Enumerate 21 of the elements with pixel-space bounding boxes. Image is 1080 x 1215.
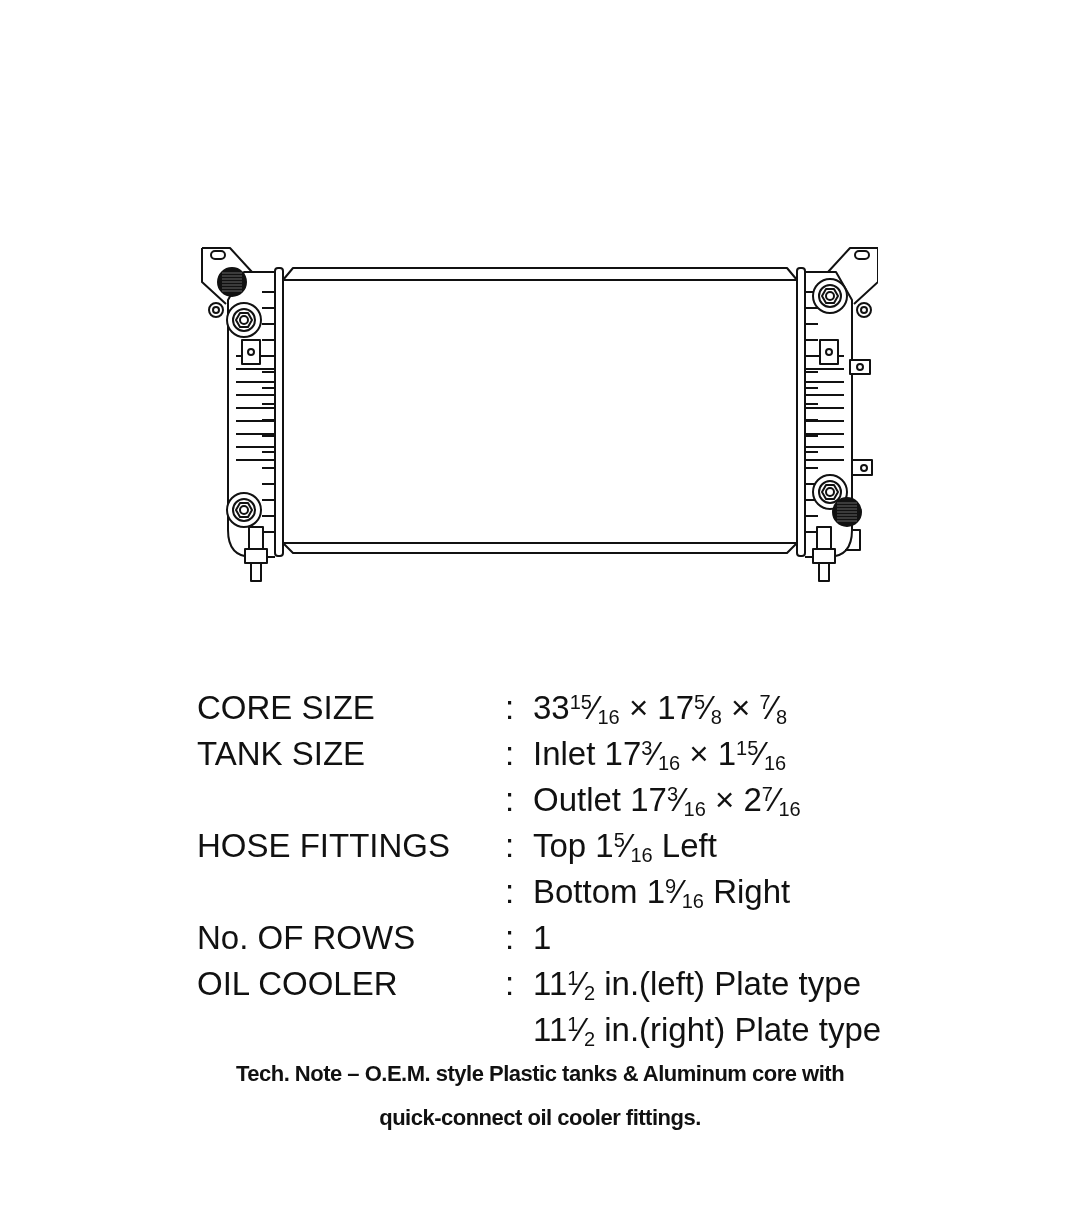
spec-value: 1: [533, 918, 553, 958]
spec-value: Top 1$^{5}$⁄$_{16}$ Left: [533, 826, 718, 868]
spec-label: CORE SIZE: [197, 688, 376, 728]
colon-separator: :: [505, 964, 516, 1004]
tech-note: Tech. Note – O.E.M. style Plastic tanks & Aluminum core with quick-connect oil cooler fittings.: [234, 1060, 846, 1132]
colon-separator: :: [505, 734, 516, 774]
colon-separator: :: [505, 918, 516, 958]
spec-value: Inlet 17$^{3}$⁄$_{16}$ × 1$^{15}$⁄$_{16}$: [533, 734, 788, 776]
spec-label: OIL COOLER: [197, 964, 399, 1004]
spec-label: No. OF ROWS: [197, 918, 417, 958]
colon-separator: :: [505, 688, 516, 728]
colon-separator: :: [505, 872, 516, 912]
spec-value: 11$^{1}$⁄$_{2}$ in.(right) Plate type: [533, 1010, 882, 1052]
colon-separator: :: [505, 780, 516, 820]
spec-value: 33$^{15}$⁄$_{16}$ × 17$^{5}$⁄$_{8}$ × $^{7}$⁄$_{8}$: [533, 688, 789, 730]
spec-value: Outlet 17$^{3}$⁄$_{16}$ × 2$^{7}$⁄$_{16}$: [533, 780, 802, 822]
spec-value: 11$^{1}$⁄$_{2}$ in.(left) Plate type: [533, 964, 862, 1006]
spec-label: HOSE FITTINGS: [197, 826, 451, 866]
spec-label: TANK SIZE: [197, 734, 367, 774]
spec-value: Bottom 1$^{9}$⁄$_{16}$ Right: [533, 872, 792, 914]
colon-separator: :: [505, 826, 516, 866]
